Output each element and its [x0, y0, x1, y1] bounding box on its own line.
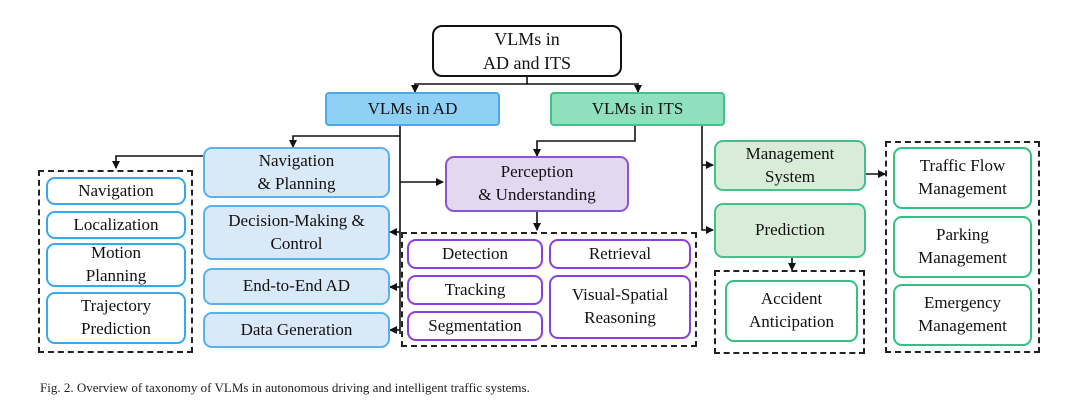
motion-planning-leaf: Motion Planning [46, 243, 186, 287]
decision-making-control-node: Decision-Making & Control [203, 205, 390, 260]
perception-group [401, 232, 697, 347]
segmentation-leaf: Segmentation [407, 311, 543, 341]
accident-anticipation-leaf: Accident Anticipation [725, 280, 858, 342]
tracking-leaf: Tracking [407, 275, 543, 305]
vlms-in-ad-node: VLMs in AD [325, 92, 500, 126]
retrieval-leaf: Retrieval [549, 239, 691, 269]
detection-leaf: Detection [407, 239, 543, 269]
data-generation-node: Data Generation [203, 312, 390, 348]
root-node: VLMs in AD and ITS [432, 25, 622, 77]
navigation-planning-node: Navigation & Planning [203, 147, 390, 198]
figure-caption: Fig. 2. Overview of taxonomy of VLMs in … [40, 380, 530, 395]
vlms-in-its-node: VLMs in ITS [550, 92, 725, 126]
end-to-end-ad-node: End-to-End AD [203, 268, 390, 305]
visual-spatial-reasoning-leaf: Visual-Spatial Reasoning [549, 275, 691, 339]
parking-management-leaf: Parking Management [893, 216, 1032, 278]
perception-understanding-node: Perception & Understanding [445, 156, 629, 212]
navigation-planning-group [38, 170, 193, 353]
management-system-node: Management System [714, 140, 866, 191]
prediction-node: Prediction [714, 203, 866, 258]
emergency-management-leaf: Emergency Management [893, 284, 1032, 346]
localization-leaf: Localization [46, 211, 186, 239]
traffic-flow-management-leaf: Traffic Flow Management [893, 147, 1032, 209]
prediction-group [714, 270, 865, 354]
navigation-leaf: Navigation [46, 177, 186, 205]
management-group [885, 141, 1040, 353]
trajectory-prediction-leaf: Trajectory Prediction [46, 292, 186, 344]
